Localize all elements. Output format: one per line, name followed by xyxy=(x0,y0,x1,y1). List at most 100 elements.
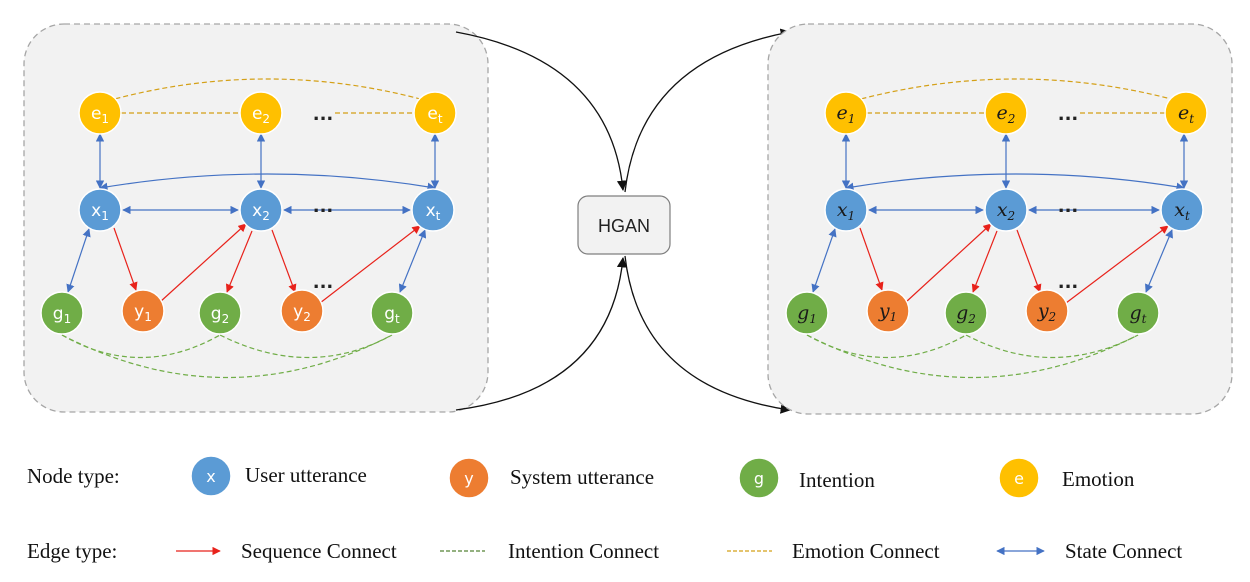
state-edge-xt-gt xyxy=(398,229,427,293)
svg-text:x2: x2 xyxy=(252,201,270,223)
legend-edge-intention-label: Intention Connect xyxy=(508,539,659,563)
state-edge-x1-xt xyxy=(99,173,436,191)
node-gt: gt xyxy=(1116,291,1160,335)
state-edge-x1-xt xyxy=(845,173,1185,191)
intention-edge-g1-gt xyxy=(806,334,1139,378)
node-y1: y1 xyxy=(121,289,165,333)
state-edge-x1-g1 xyxy=(66,228,91,293)
node-x1: x1 xyxy=(824,188,868,232)
svg-text:y1: y1 xyxy=(878,300,897,324)
node-xt: xt xyxy=(411,188,455,232)
legend-edge-intention: Intention Connect xyxy=(440,539,659,563)
intention-edge-g2-gt xyxy=(219,334,393,359)
emotion-edge-e1-et xyxy=(99,78,436,104)
node-g1: g1 xyxy=(40,291,84,335)
legend-node-user: x User utterance xyxy=(190,455,367,497)
node-et: et xyxy=(1164,91,1208,135)
svg-text:e1: e1 xyxy=(91,104,109,126)
legend-edge-state-label: State Connect xyxy=(1065,539,1182,563)
ellipsis-emotion: ... xyxy=(313,104,334,125)
legend-node-user-label: User utterance xyxy=(245,463,367,487)
node-e2: e2 xyxy=(239,91,283,135)
legend-edge-emotion: Emotion Connect xyxy=(727,539,940,563)
svg-text:x1: x1 xyxy=(837,199,855,223)
ellipsis-user: ... xyxy=(1058,196,1079,217)
legend-node-types: Node type: x User utterance y System utt… xyxy=(27,455,1135,499)
sequence-edge-y2-xt xyxy=(319,225,421,304)
legend-edge-state: State Connect xyxy=(996,539,1182,563)
sequence-edge-x2-y2 xyxy=(271,229,297,293)
ellipsis-emotion: ... xyxy=(1058,104,1079,125)
svg-text:e2: e2 xyxy=(252,104,270,126)
sequence-edge-x2-g2 xyxy=(225,230,253,293)
svg-text:e1: e1 xyxy=(837,102,856,126)
svg-text:y2: y2 xyxy=(293,302,311,324)
legend-edge-sequence: Sequence Connect xyxy=(176,539,397,563)
intention-edge-g1-g2 xyxy=(806,334,967,359)
legend-edge-sequence-label: Sequence Connect xyxy=(241,539,397,563)
svg-text:y: y xyxy=(464,469,473,488)
svg-text:e: e xyxy=(1014,469,1024,488)
legend-node-intention: g Intention xyxy=(738,457,875,499)
svg-text:y2: y2 xyxy=(1037,300,1056,324)
node-et: et xyxy=(413,91,457,135)
intention-edge-g1-gt xyxy=(61,334,393,378)
node-y2: y2 xyxy=(280,289,324,333)
flow-arrow-left-top xyxy=(455,31,628,192)
svg-text:x1: x1 xyxy=(91,201,109,223)
svg-text:x: x xyxy=(206,467,215,486)
state-edge-xt-gt xyxy=(1145,229,1173,293)
sequence-edge-y1-x2 xyxy=(159,223,247,303)
svg-text:g: g xyxy=(754,469,764,488)
svg-text:g1: g1 xyxy=(53,304,71,326)
emotion-edge-e1-et xyxy=(845,78,1187,104)
node-g2: g2 xyxy=(944,291,988,335)
hgan-label: HGAN xyxy=(598,216,650,236)
hgan-block: HGAN xyxy=(455,28,792,414)
ellipsis-user: ... xyxy=(313,196,334,217)
legend-edge-title: Edge type: xyxy=(27,539,117,563)
flow-arrow-right-bottom xyxy=(624,255,792,414)
legend-node-system: y System utterance xyxy=(448,457,654,499)
sequence-edge-x1-y1 xyxy=(113,227,138,291)
right-graph-panel: e1 e2 et ... x1 x2 xt ... g1 y1 g2 y2 gt… xyxy=(767,23,1233,415)
node-y1: y1 xyxy=(866,289,910,333)
flow-arrow-left-bottom xyxy=(455,256,628,411)
legend-node-title: Node type: xyxy=(27,464,120,488)
svg-text:g1: g1 xyxy=(797,302,817,326)
hgan-box xyxy=(577,195,671,255)
ellipsis-system: ... xyxy=(313,272,334,293)
svg-text:gt: gt xyxy=(1130,302,1147,326)
node-y2: y2 xyxy=(1025,289,1069,333)
svg-text:gt: gt xyxy=(384,304,400,326)
legend-node-system-label: System utterance xyxy=(510,465,654,489)
node-g1: g1 xyxy=(785,291,829,335)
sequence-edge-y1-x2 xyxy=(905,223,992,303)
sequence-edge-y2-xt xyxy=(1065,225,1169,304)
legend-edge-emotion-label: Emotion Connect xyxy=(792,539,940,563)
node-x2: x2 xyxy=(239,188,283,232)
legend-node-emotion-label: Emotion xyxy=(1062,467,1135,491)
legend-edge-types: Edge type: Sequence Connect Intention Co… xyxy=(27,539,1182,563)
svg-text:xt: xt xyxy=(426,201,441,223)
node-e1: e1 xyxy=(824,91,868,135)
left-graph-panel: e1 e2 et ... x1 x2 xt ... g1 y1 g2 y2 gt… xyxy=(23,23,489,413)
svg-text:et: et xyxy=(1178,102,1194,126)
flow-arrow-right-top xyxy=(624,28,792,193)
node-e1: e1 xyxy=(78,91,122,135)
svg-text:g2: g2 xyxy=(956,302,976,326)
sequence-edge-x2-y2 xyxy=(1016,229,1042,293)
node-xt: xt xyxy=(1160,188,1204,232)
state-edge-x1-g1 xyxy=(811,228,837,293)
node-gt: gt xyxy=(370,291,414,335)
svg-text:et: et xyxy=(427,104,442,126)
node-x1: x1 xyxy=(78,188,122,232)
node-e2: e2 xyxy=(984,91,1028,135)
ellipsis-system: ... xyxy=(1058,272,1079,293)
node-g2: g2 xyxy=(198,291,242,335)
svg-text:x2: x2 xyxy=(997,199,1015,223)
svg-text:e2: e2 xyxy=(997,102,1016,126)
svg-text:g2: g2 xyxy=(211,304,229,326)
sequence-edge-x2-g2 xyxy=(971,230,998,293)
